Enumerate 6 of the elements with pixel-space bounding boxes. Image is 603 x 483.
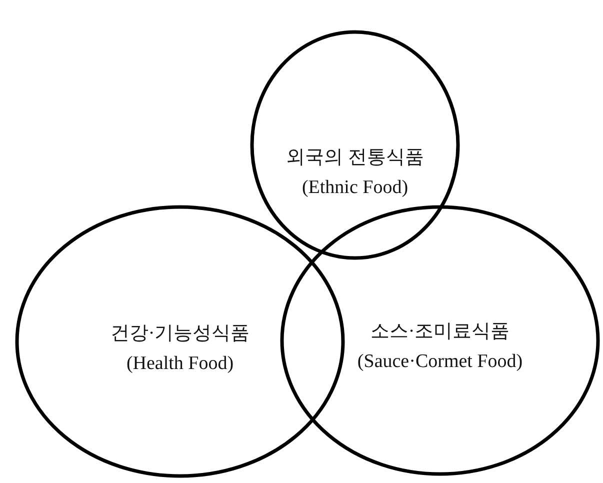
category-label: 소스·조미료식품 xyxy=(370,320,510,344)
category-label: 외국의 전통식품 xyxy=(286,146,424,170)
category-label: 건강·기능성식품 xyxy=(110,322,250,346)
category-label: (Ethnic Food) xyxy=(302,176,408,200)
category-label: (Sauce·Cormet Food) xyxy=(357,350,523,374)
category-label: (Health Food) xyxy=(126,352,234,376)
